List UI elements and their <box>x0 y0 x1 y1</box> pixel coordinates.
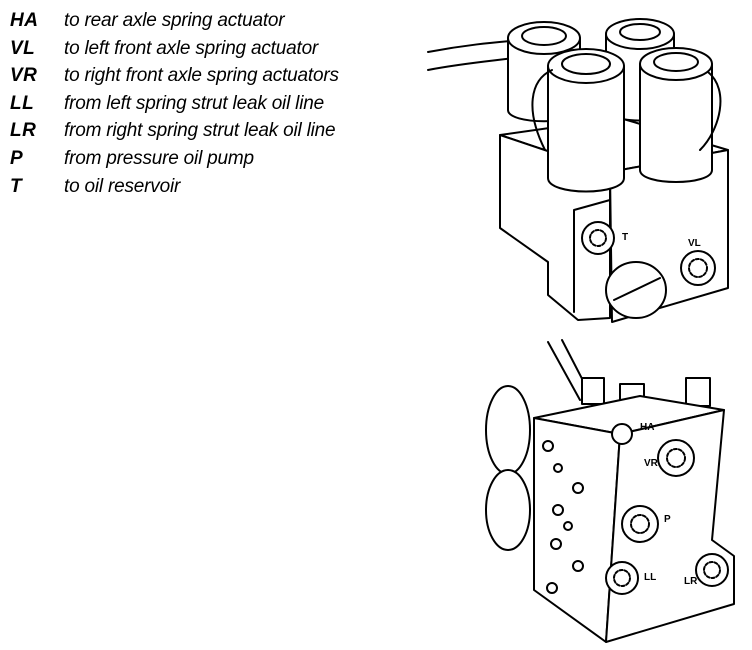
legend-row-p: P from pressure oil pump <box>10 148 339 176</box>
bolt-hole <box>553 463 563 473</box>
legend-row-t: T to oil reservoir <box>10 176 339 204</box>
solenoid-cap-inner <box>619 23 661 41</box>
port-vr <box>657 439 695 477</box>
legend-description: to left front axle spring actuator <box>64 37 319 59</box>
bolt-hole <box>572 482 584 494</box>
port-label-vr: VR <box>644 458 659 469</box>
legend-description: to oil reservoir <box>64 175 181 197</box>
legend-code: HA <box>10 10 39 31</box>
legend-code: T <box>10 175 23 197</box>
port-ll <box>605 561 639 595</box>
legend-description: to right front axle spring actuators <box>64 65 339 87</box>
port-t-thread <box>589 229 607 247</box>
fitting <box>685 377 711 407</box>
solenoid-cap <box>605 18 675 50</box>
bolt-hole <box>572 560 584 572</box>
port-lr <box>695 553 729 587</box>
bolt-hole <box>550 538 562 550</box>
bolt-hole <box>552 504 564 516</box>
legend-code: VL <box>10 37 36 59</box>
bolt-hole <box>546 582 558 594</box>
port-label-ll: LL <box>644 572 656 583</box>
legend-row-ha: HA to rear axle spring actuator <box>10 10 339 38</box>
port-label-ha: HA <box>640 422 654 433</box>
bolt-hole <box>563 521 573 531</box>
port-label-vl: VL <box>688 238 701 249</box>
port-ha <box>611 423 633 445</box>
solenoid-coil <box>547 65 625 193</box>
port-t <box>581 221 615 255</box>
port-label-lr: LR <box>684 576 698 587</box>
solenoid-cap-inner <box>561 53 611 75</box>
port-p <box>621 505 659 543</box>
solenoid-cap-inner <box>521 26 567 46</box>
solenoid-wire <box>531 69 553 151</box>
solenoid-side <box>485 385 531 475</box>
fitting <box>581 377 605 405</box>
port-label-p: P <box>664 514 671 525</box>
legend-description: from left spring strut leak oil line <box>64 92 324 114</box>
legend-row-lr: LR from right spring strut leak oil line <box>10 120 339 148</box>
legend-code: LR <box>10 120 37 142</box>
plug-slot <box>613 277 661 301</box>
port-p-thread <box>630 514 650 534</box>
port-vr-thread <box>666 448 686 468</box>
port-vl-thread <box>688 258 708 278</box>
upper-valve-block: T VL <box>427 18 729 323</box>
port-label-t: T <box>622 232 628 243</box>
block-front <box>605 409 735 643</box>
solenoid-cap-inner <box>653 52 699 72</box>
bolt-hole <box>542 440 554 452</box>
legend-code: LL <box>10 92 35 114</box>
solenoid-wire <box>699 71 722 151</box>
lower-valve-block: HA VR P LL LR <box>485 339 735 643</box>
solenoid-side <box>485 469 531 551</box>
legend-code: P <box>10 147 24 169</box>
legend-code: VR <box>10 65 38 87</box>
legend-row-vl: VL to left front axle spring actuator <box>10 38 339 66</box>
legend-description: from right spring strut leak oil line <box>64 120 336 142</box>
legend-row-vr: VR to right front axle spring actuators <box>10 65 339 93</box>
port-legend: HA to rear axle spring actuator VL to le… <box>10 10 339 203</box>
port-vl <box>680 250 716 286</box>
legend-description: from pressure oil pump <box>64 147 254 169</box>
legend-row-ll: LL from left spring strut leak oil line <box>10 93 339 121</box>
legend-description: to rear axle spring actuator <box>64 10 285 31</box>
port-lr-thread <box>703 561 721 579</box>
valve-body-step <box>573 199 611 313</box>
port-ll-thread <box>613 569 631 587</box>
solenoid-coil <box>639 63 713 183</box>
